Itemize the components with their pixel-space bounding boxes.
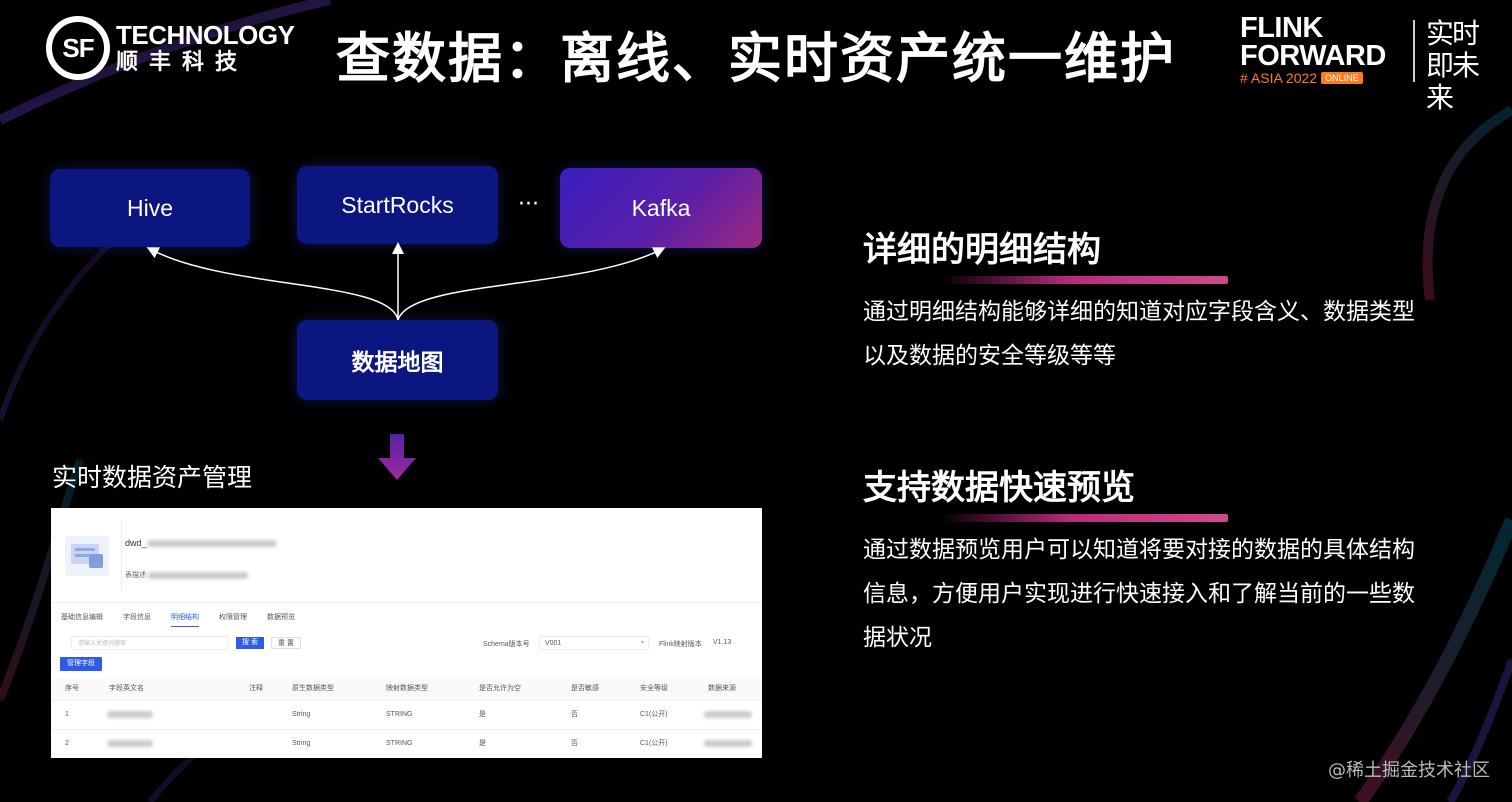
arrow-to-kafka bbox=[397, 247, 666, 321]
table-description: 表描述: bbox=[125, 570, 248, 580]
sf-technology-logo: SF TECHNOLOGY 顺丰科技 bbox=[46, 16, 295, 80]
arrow-to-hive bbox=[146, 247, 399, 321]
col-header: 数据来源 bbox=[708, 685, 736, 692]
search-button[interactable]: 搜 索 bbox=[236, 637, 264, 649]
col-header: 是否敏感 bbox=[571, 685, 599, 692]
brand-divider bbox=[1413, 20, 1415, 82]
chevron-down-icon: ▾ bbox=[640, 640, 644, 646]
tab-data-preview[interactable]: 数据预览 bbox=[267, 614, 295, 621]
table-icon bbox=[65, 536, 109, 576]
detail-tabs: 基础信息编辑 字段信息 明细结构 权限管理 数据预览 bbox=[61, 612, 315, 627]
feature-title-data-preview: 支持数据快速预览 bbox=[863, 468, 1135, 508]
startrocks-node: StartRocks bbox=[297, 166, 498, 244]
tab-basic-info[interactable]: 基础信息编辑 bbox=[61, 614, 103, 621]
down-arrow-icon bbox=[378, 434, 416, 480]
flink-version-value: V1.13 bbox=[713, 639, 732, 646]
flink-forward-logo: FLINK FORWARD # ASIA 2022 ONLINE bbox=[1240, 12, 1386, 87]
watermark: @稀土掘金技术社区 bbox=[1328, 760, 1490, 781]
flink-version-label: Flink映射版本 bbox=[659, 641, 702, 648]
ellipsis: ··· bbox=[518, 192, 539, 217]
feature-text-detail-structure: 通过明细结构能够详细的知道对应字段含义、数据类型以及数据的安全等级等等 bbox=[863, 299, 1415, 369]
feature-title-detail-structure: 详细的明细结构 bbox=[863, 230, 1101, 270]
col-header: 注释 bbox=[249, 685, 263, 692]
realtime-asset-label: 实时数据资产管理 bbox=[52, 463, 253, 492]
logo-cn-text: 顺丰科技 bbox=[116, 50, 249, 76]
table-name: dwd_ bbox=[125, 538, 277, 548]
feature-underline bbox=[940, 276, 1228, 284]
feature-text-data-preview: 通过数据预览用户可以知道将要对接的数据的具体结构信息，方便用户实现进行快速接入和… bbox=[863, 537, 1415, 651]
col-header: 序号 bbox=[65, 685, 79, 692]
kafka-node: Kafka bbox=[560, 168, 762, 248]
tab-detail-structure[interactable]: 明细结构 bbox=[171, 612, 199, 627]
reset-button[interactable]: 重 置 bbox=[271, 637, 301, 649]
schema-version-label: Schema版本号 bbox=[483, 641, 530, 648]
asset-management-screenshot: dwd_ 表描述: 基础信息编辑 字段信息 明细结构 权限管理 数据预览 请输入… bbox=[51, 508, 762, 758]
logo-en-text: TECHNOLOGY bbox=[116, 19, 295, 50]
table-header-row: 序号 字段英文名 注释 原生数据类型 映射数据类型 是否允许为空 是否敏感 安全… bbox=[51, 678, 762, 701]
col-header: 映射数据类型 bbox=[386, 685, 428, 692]
online-badge: ONLINE bbox=[1321, 72, 1363, 84]
tab-field-info[interactable]: 字段信息 bbox=[123, 614, 151, 621]
hive-node: Hive bbox=[50, 169, 250, 247]
brand-line3: # ASIA 2022 bbox=[1240, 70, 1318, 86]
col-header: 是否允许为空 bbox=[479, 685, 521, 692]
brand-slogan: 实时即未来 bbox=[1426, 17, 1480, 114]
schema-version-select[interactable]: V001 ▾ bbox=[539, 636, 649, 650]
brand-line2: FORWARD bbox=[1240, 40, 1386, 72]
col-header: 安全等级 bbox=[640, 685, 668, 692]
data-map-node: 数据地图 bbox=[297, 320, 498, 400]
table-row[interactable]: 2 String STRING 是 否 C1(公开) bbox=[51, 730, 762, 758]
field-table: 序号 字段英文名 注释 原生数据类型 映射数据类型 是否允许为空 是否敏感 安全… bbox=[51, 678, 762, 758]
col-header: 原生数据类型 bbox=[292, 685, 334, 692]
feature-underline bbox=[940, 514, 1228, 522]
page-title: 查数据：离线、实时资产统一维护 bbox=[336, 27, 1176, 90]
brand-line1: FLINK bbox=[1240, 12, 1323, 44]
table-row[interactable]: 1 String STRING 是 否 C1(公开) bbox=[51, 701, 762, 730]
search-input[interactable]: 请输入关键词搜索 bbox=[71, 636, 229, 650]
sf-logo-mark: SF bbox=[46, 16, 110, 80]
tab-permissions[interactable]: 权限管理 bbox=[219, 614, 247, 621]
col-header: 字段英文名 bbox=[109, 685, 144, 692]
manage-fields-button[interactable]: 管理字段 bbox=[60, 657, 102, 671]
